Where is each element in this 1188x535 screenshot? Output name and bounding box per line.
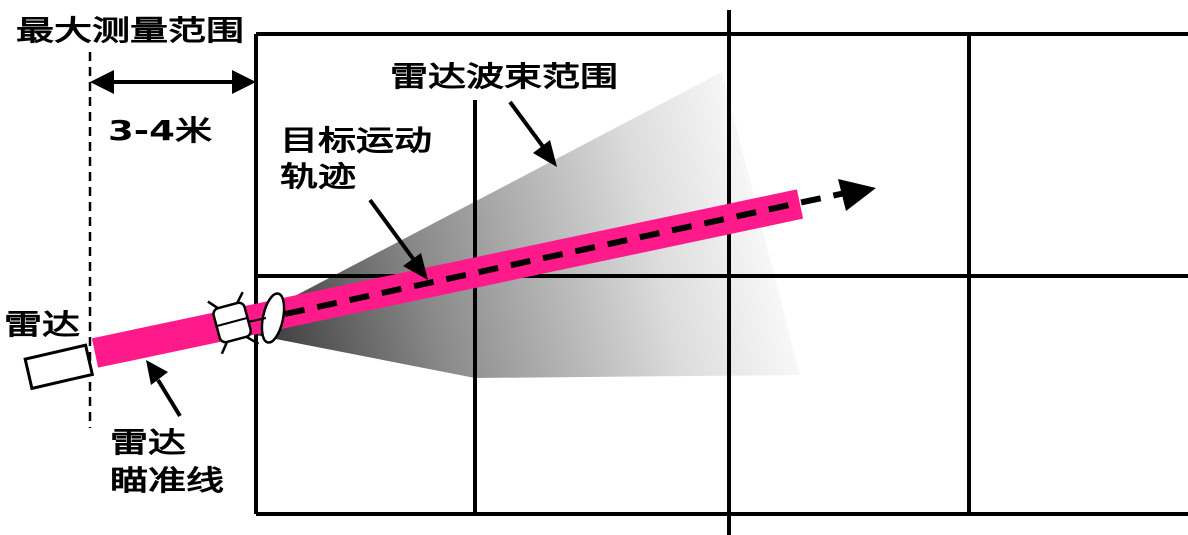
distance-arrow — [90, 70, 256, 94]
radar-box-icon — [23, 343, 95, 391]
arrowhead-right-icon — [232, 70, 256, 94]
radar-label: 雷达 — [4, 308, 80, 341]
sightline-label-line2: 瞄准线 — [110, 464, 224, 497]
trajectory-dashed-line — [284, 190, 846, 317]
trajectory-arrowhead-icon — [838, 179, 876, 211]
sightline-pointer-arrowhead-icon — [146, 360, 168, 385]
beam-range-label: 雷达波束范围 — [390, 60, 618, 93]
sightline-label-line1: 雷达 — [110, 426, 186, 459]
trajectory-label-line2: 轨迹 — [280, 160, 356, 193]
trajectory-label-line1: 目标运动 — [280, 124, 432, 157]
trajectory-pointer-arrow — [368, 198, 428, 280]
arrowhead-left-icon — [90, 70, 114, 94]
beam-pointer-arrowhead-icon — [533, 140, 557, 167]
max-range-label: 最大测量范围 — [16, 14, 244, 47]
beam-pointer-arrow — [508, 100, 557, 167]
satellite-dish-target-icon — [207, 291, 286, 355]
trajectory-pointer-arrowhead-icon — [403, 253, 428, 280]
distance-label: 3-4米 — [108, 114, 212, 147]
sightline-pointer-arrow — [146, 360, 182, 418]
